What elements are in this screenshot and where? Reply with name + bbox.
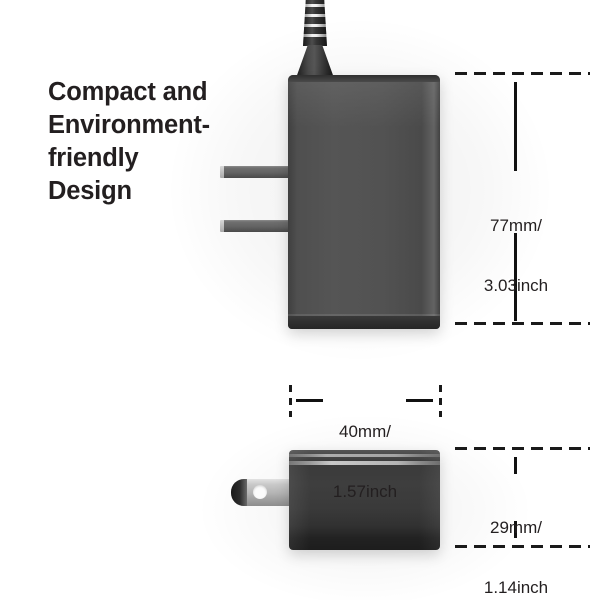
height-measure-line-upper — [514, 82, 517, 171]
height-measure-line-lower — [514, 233, 517, 321]
width-dimension-label: 40mm/ 1.57inch — [310, 382, 420, 542]
charger-body-bottom-gloss — [289, 450, 440, 550]
height-value-mm: 77mm/ — [490, 216, 542, 235]
cable-strain-relief-shading — [303, 0, 327, 46]
plug-blade-upper-tip — [220, 166, 224, 178]
height-dimension-label: 77mm/ 3.03inch — [455, 176, 577, 336]
charger-bottom-view — [231, 450, 440, 550]
height-guide-top — [455, 72, 590, 75]
title-line-1: Compact and — [48, 78, 208, 106]
charger-body-bottom — [289, 450, 440, 550]
cable-boot — [296, 45, 334, 78]
charger-body-side-gloss — [288, 82, 440, 128]
page-title: Compact and Environment- friendly Design — [48, 76, 298, 208]
width-measure-line-right — [406, 399, 433, 402]
charger-body-bottom-highlight-1 — [289, 454, 440, 457]
width-guide-left-cap — [289, 385, 292, 417]
depth-measure-line-upper — [514, 457, 517, 474]
depth-value-inch: 1.14inch — [483, 578, 549, 597]
charger-body-side — [288, 75, 440, 329]
height-value-inch: 3.03inch — [483, 276, 549, 295]
height-guide-bottom — [455, 322, 590, 325]
plug-blade-plan-tip — [231, 479, 247, 506]
plug-blade-lower — [221, 220, 291, 232]
title-line-4: Design — [48, 177, 132, 205]
cable-strain-relief-ribs — [303, 0, 327, 46]
title-line-2: Environment- — [48, 111, 210, 139]
charger-body-side-seam — [288, 314, 440, 316]
width-value-inch: 1.57inch — [332, 482, 398, 501]
charger-body-side-bottom-edge — [288, 316, 440, 329]
depth-value-mm: 29mm/ — [490, 518, 542, 537]
plug-blade-lower-tip — [220, 220, 224, 232]
plug-blade-upper — [221, 166, 291, 178]
depth-guide-top — [455, 447, 590, 450]
charger-body-bottom-highlight-2 — [289, 461, 440, 465]
width-value-mm: 40mm/ — [339, 422, 391, 441]
depth-measure-line-lower — [514, 521, 517, 538]
title-line-3: friendly — [48, 144, 139, 172]
charger-body-side-top-edge — [288, 75, 440, 82]
width-measure-line-left — [296, 399, 323, 402]
plug-blade-hole — [253, 485, 267, 499]
charger-side-view — [220, 0, 440, 336]
depth-guide-bottom — [455, 545, 590, 548]
depth-dimension-label: 29mm/ 1.14inch — [455, 478, 577, 600]
width-guide-right-cap — [439, 385, 442, 417]
